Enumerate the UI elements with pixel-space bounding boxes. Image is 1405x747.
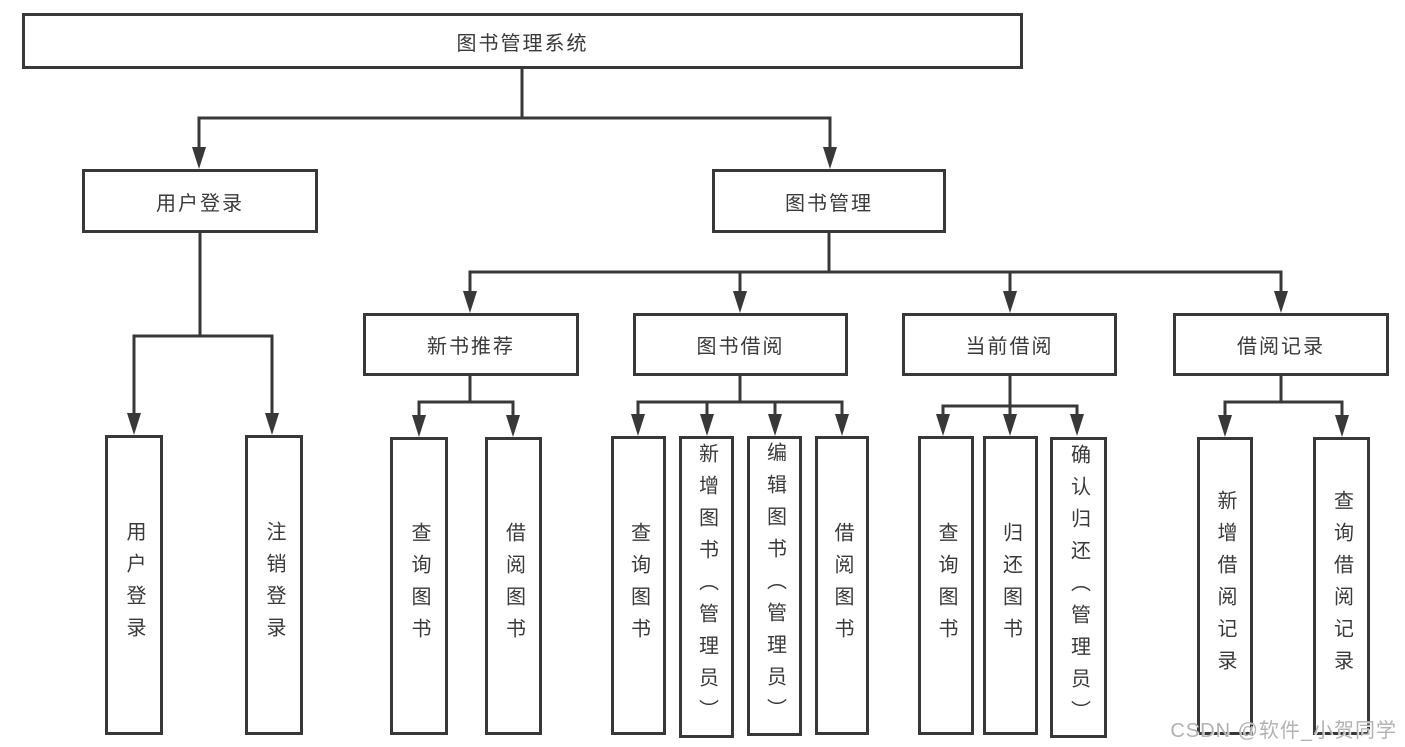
arrowhead <box>1070 414 1084 436</box>
node-label: 归还图书 <box>999 521 1022 650</box>
node-query-borrow-record: 查询借阅记录 <box>1313 437 1370 735</box>
node-return-books: 归还图书 <box>983 436 1038 735</box>
node-borrowing-records: 借阅记录 <box>1173 313 1389 376</box>
node-label: 用户登录 <box>156 192 244 215</box>
node-query-books-borrowing: 查询图书 <box>611 436 666 735</box>
node-label: 编辑图书（管理员） <box>763 442 786 730</box>
node-add-books-admin: 新增图书（管理员） <box>679 436 734 738</box>
node-label: 借阅图书 <box>831 521 853 650</box>
node-current-borrowing: 当前借阅 <box>902 313 1117 376</box>
node-user-login-leaf: 用户登录 <box>105 435 163 735</box>
node-label: 图书借阅 <box>696 336 785 358</box>
arrowhead <box>127 413 141 435</box>
node-book-management-branch: 图书管理 <box>712 169 946 233</box>
arrowhead <box>463 291 477 313</box>
arrowhead <box>1003 291 1017 313</box>
node-label: 注销登录 <box>263 521 285 649</box>
arrowhead <box>506 415 520 437</box>
arrowhead <box>823 147 837 169</box>
watermark: CSDN @软件_小贺同学 <box>1170 720 1397 742</box>
node-label: 新书推荐 <box>427 336 515 358</box>
node-add-borrow-record: 新增借阅记录 <box>1197 437 1253 735</box>
node-user-login-branch: 用户登录 <box>82 169 318 233</box>
arrowhead <box>768 414 782 436</box>
node-system-root: 图书管理系统 <box>22 13 1023 69</box>
arrowhead <box>700 414 714 436</box>
node-label: 新增图书（管理员） <box>695 443 718 731</box>
arrowhead <box>631 414 645 436</box>
arrowhead <box>412 415 426 437</box>
node-new-book-recommendation: 新书推荐 <box>363 313 579 376</box>
arrowhead <box>936 414 950 436</box>
node-label: 查询借阅记录 <box>1330 490 1353 682</box>
arrowhead <box>265 413 279 435</box>
node-query-books-current: 查询图书 <box>918 436 974 735</box>
node-borrow-books-leaf: 借阅图书 <box>815 436 869 735</box>
node-label: 查询图书 <box>408 522 430 650</box>
node-borrow-books-recommend: 借阅图书 <box>485 437 542 735</box>
node-query-books-recommend: 查询图书 <box>390 437 448 735</box>
node-label: 查询图书 <box>627 521 650 650</box>
node-label: 当前借阅 <box>965 336 1054 358</box>
node-logout-leaf: 注销登录 <box>245 435 303 735</box>
node-label: 图书管理 <box>785 192 873 215</box>
node-label: 借阅记录 <box>1237 336 1325 358</box>
node-label: 借阅图书 <box>502 522 525 650</box>
arrowhead <box>733 291 747 313</box>
node-label: 查询图书 <box>935 521 957 650</box>
node-label: 确认归还（管理员） <box>1067 443 1090 732</box>
arrowhead <box>1274 291 1288 313</box>
node-edit-books-admin: 编辑图书（管理员） <box>747 436 802 736</box>
node-confirm-return-admin: 确认归还（管理员） <box>1050 437 1107 738</box>
arrowhead <box>1335 415 1349 437</box>
arrowhead <box>1218 415 1232 437</box>
node-label: 新增借阅记录 <box>1214 490 1236 682</box>
node-label: 图书管理系统 <box>456 32 589 55</box>
arrowhead <box>835 414 849 436</box>
node-book-borrowing: 图书借阅 <box>633 313 848 376</box>
node-label: 用户登录 <box>123 521 145 649</box>
arrowhead <box>192 147 206 169</box>
arrowhead <box>1003 414 1017 436</box>
